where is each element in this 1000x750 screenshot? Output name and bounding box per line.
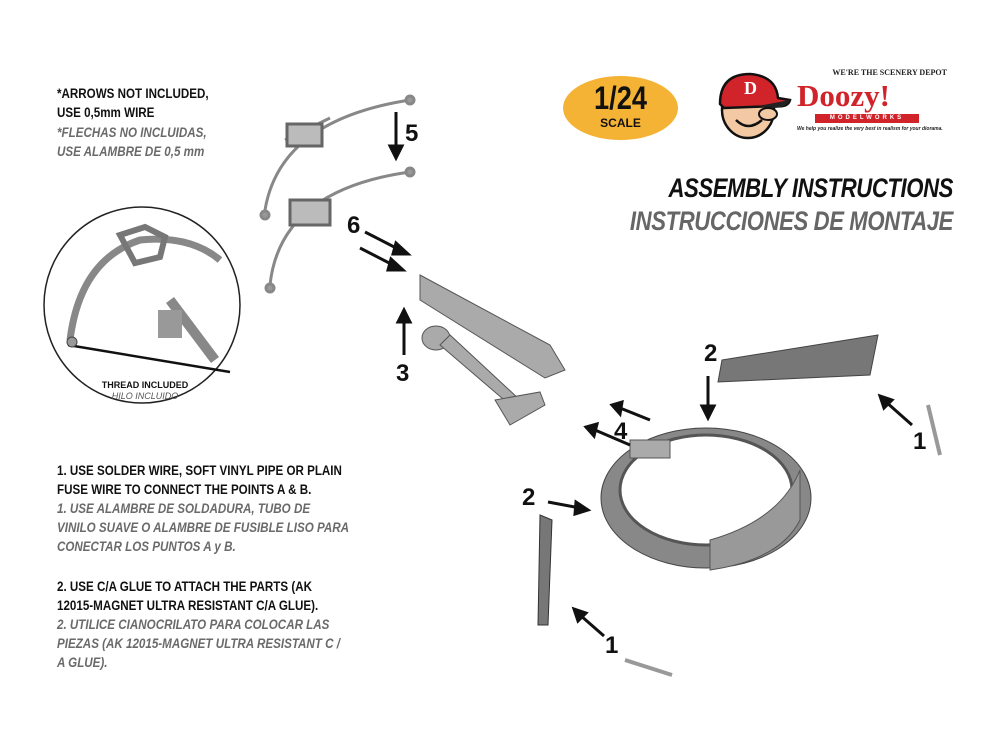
scale-value: 1/24 — [594, 80, 647, 116]
instruction-line: VINILO SUAVE O ALAMBRE DE FUSIBLE LISO P… — [57, 520, 349, 535]
instruction-line: FUSE WIRE TO CONNECT THE POINTS A & B. — [57, 482, 312, 497]
brand-name: Doozy! — [797, 78, 890, 113]
step-1-label: 1 — [605, 632, 619, 659]
step-1-label: 1 — [913, 428, 927, 455]
hilo-incluido: HILO INCLUIDO — [111, 391, 179, 401]
arrows — [359, 112, 913, 638]
scale-badge: 1/24 SCALE — [563, 76, 678, 140]
brand-tagline: WE'RE THE SCENERY DEPOT — [832, 68, 947, 77]
step-4-label: 4 — [614, 418, 628, 445]
step-6-label: 6 — [347, 212, 361, 239]
plate-part — [717, 334, 879, 383]
thread-included: THREAD INCLUDED — [101, 380, 189, 390]
wire-part-upper — [259, 94, 416, 221]
arrows-note-es: *FLECHAS NO INCLUIDAS, USE ALAMBRE DE 0,… — [57, 123, 207, 161]
brand-sub: MODELWORKS — [815, 114, 919, 123]
detail-label: THREAD INCLUDED HILO INCLUIDO — [95, 380, 195, 402]
step-5-label: 5 — [405, 120, 419, 147]
ring-part — [600, 427, 812, 571]
step-2-label: 2 — [522, 484, 536, 511]
detail-circle — [43, 206, 241, 404]
instruction-line: 1. USE ALAMBRE DE SOLDADURA, TUBO DE — [57, 501, 311, 516]
instruction-line: A GLUE). — [57, 655, 108, 670]
pin-part — [624, 658, 673, 677]
plate-part-vertical — [537, 514, 553, 626]
mascot-logo: D — [714, 68, 794, 142]
instruction-1: 1. USE SOLDER WIRE, SOFT VINYL PIPE OR P… — [57, 461, 349, 556]
note-line: *ARROWS NOT INCLUDED, — [57, 86, 209, 101]
note-line: USE ALAMBRE DE 0,5 mm — [57, 144, 205, 159]
title-es: INSTRUCCIONES DE MONTAJE — [629, 206, 954, 236]
title-en: ASSEMBLY INSTRUCTIONS — [668, 173, 953, 203]
brand-logo: WE'RE THE SCENERY DEPOT Doozy! MODELWORK… — [797, 68, 957, 133]
wire-part-lower — [264, 166, 416, 294]
pin-part — [926, 404, 942, 456]
note-line: USE 0,5mm WIRE — [57, 105, 155, 120]
step-3-label: 3 — [396, 360, 410, 387]
instruction-line: 12015-MAGNET ULTRA RESISTANT C/A GLUE). — [57, 598, 319, 613]
instruction-2: 2. USE C/A GLUE TO ATTACH THE PARTS (AK … — [57, 577, 340, 672]
arm-part — [421, 325, 546, 426]
scale-label: SCALE — [600, 116, 641, 130]
arrows-note-en: *ARROWS NOT INCLUDED, USE 0,5mm WIRE — [57, 84, 209, 122]
note-line: *FLECHAS NO INCLUIDAS, — [57, 125, 207, 140]
instruction-line: 2. UTILICE CIANOCRILATO PARA COLOCAR LAS — [57, 617, 330, 632]
instruction-line: 2. USE C/A GLUE TO ATTACH THE PARTS (AK — [57, 579, 313, 594]
rail-part — [419, 274, 566, 379]
instruction-line: PIEZAS (AK 12015-MAGNET ULTRA RESISTANT … — [57, 636, 340, 651]
mascot-letter: D — [744, 78, 757, 98]
instruction-line: CONECTAR LOS PUNTOS A y B. — [57, 539, 236, 554]
brand-slogan: We help you realize the very best in rea… — [797, 126, 943, 132]
instruction-line: 1. USE SOLDER WIRE, SOFT VINYL PIPE OR P… — [57, 463, 342, 478]
step-2-label: 2 — [704, 340, 718, 367]
